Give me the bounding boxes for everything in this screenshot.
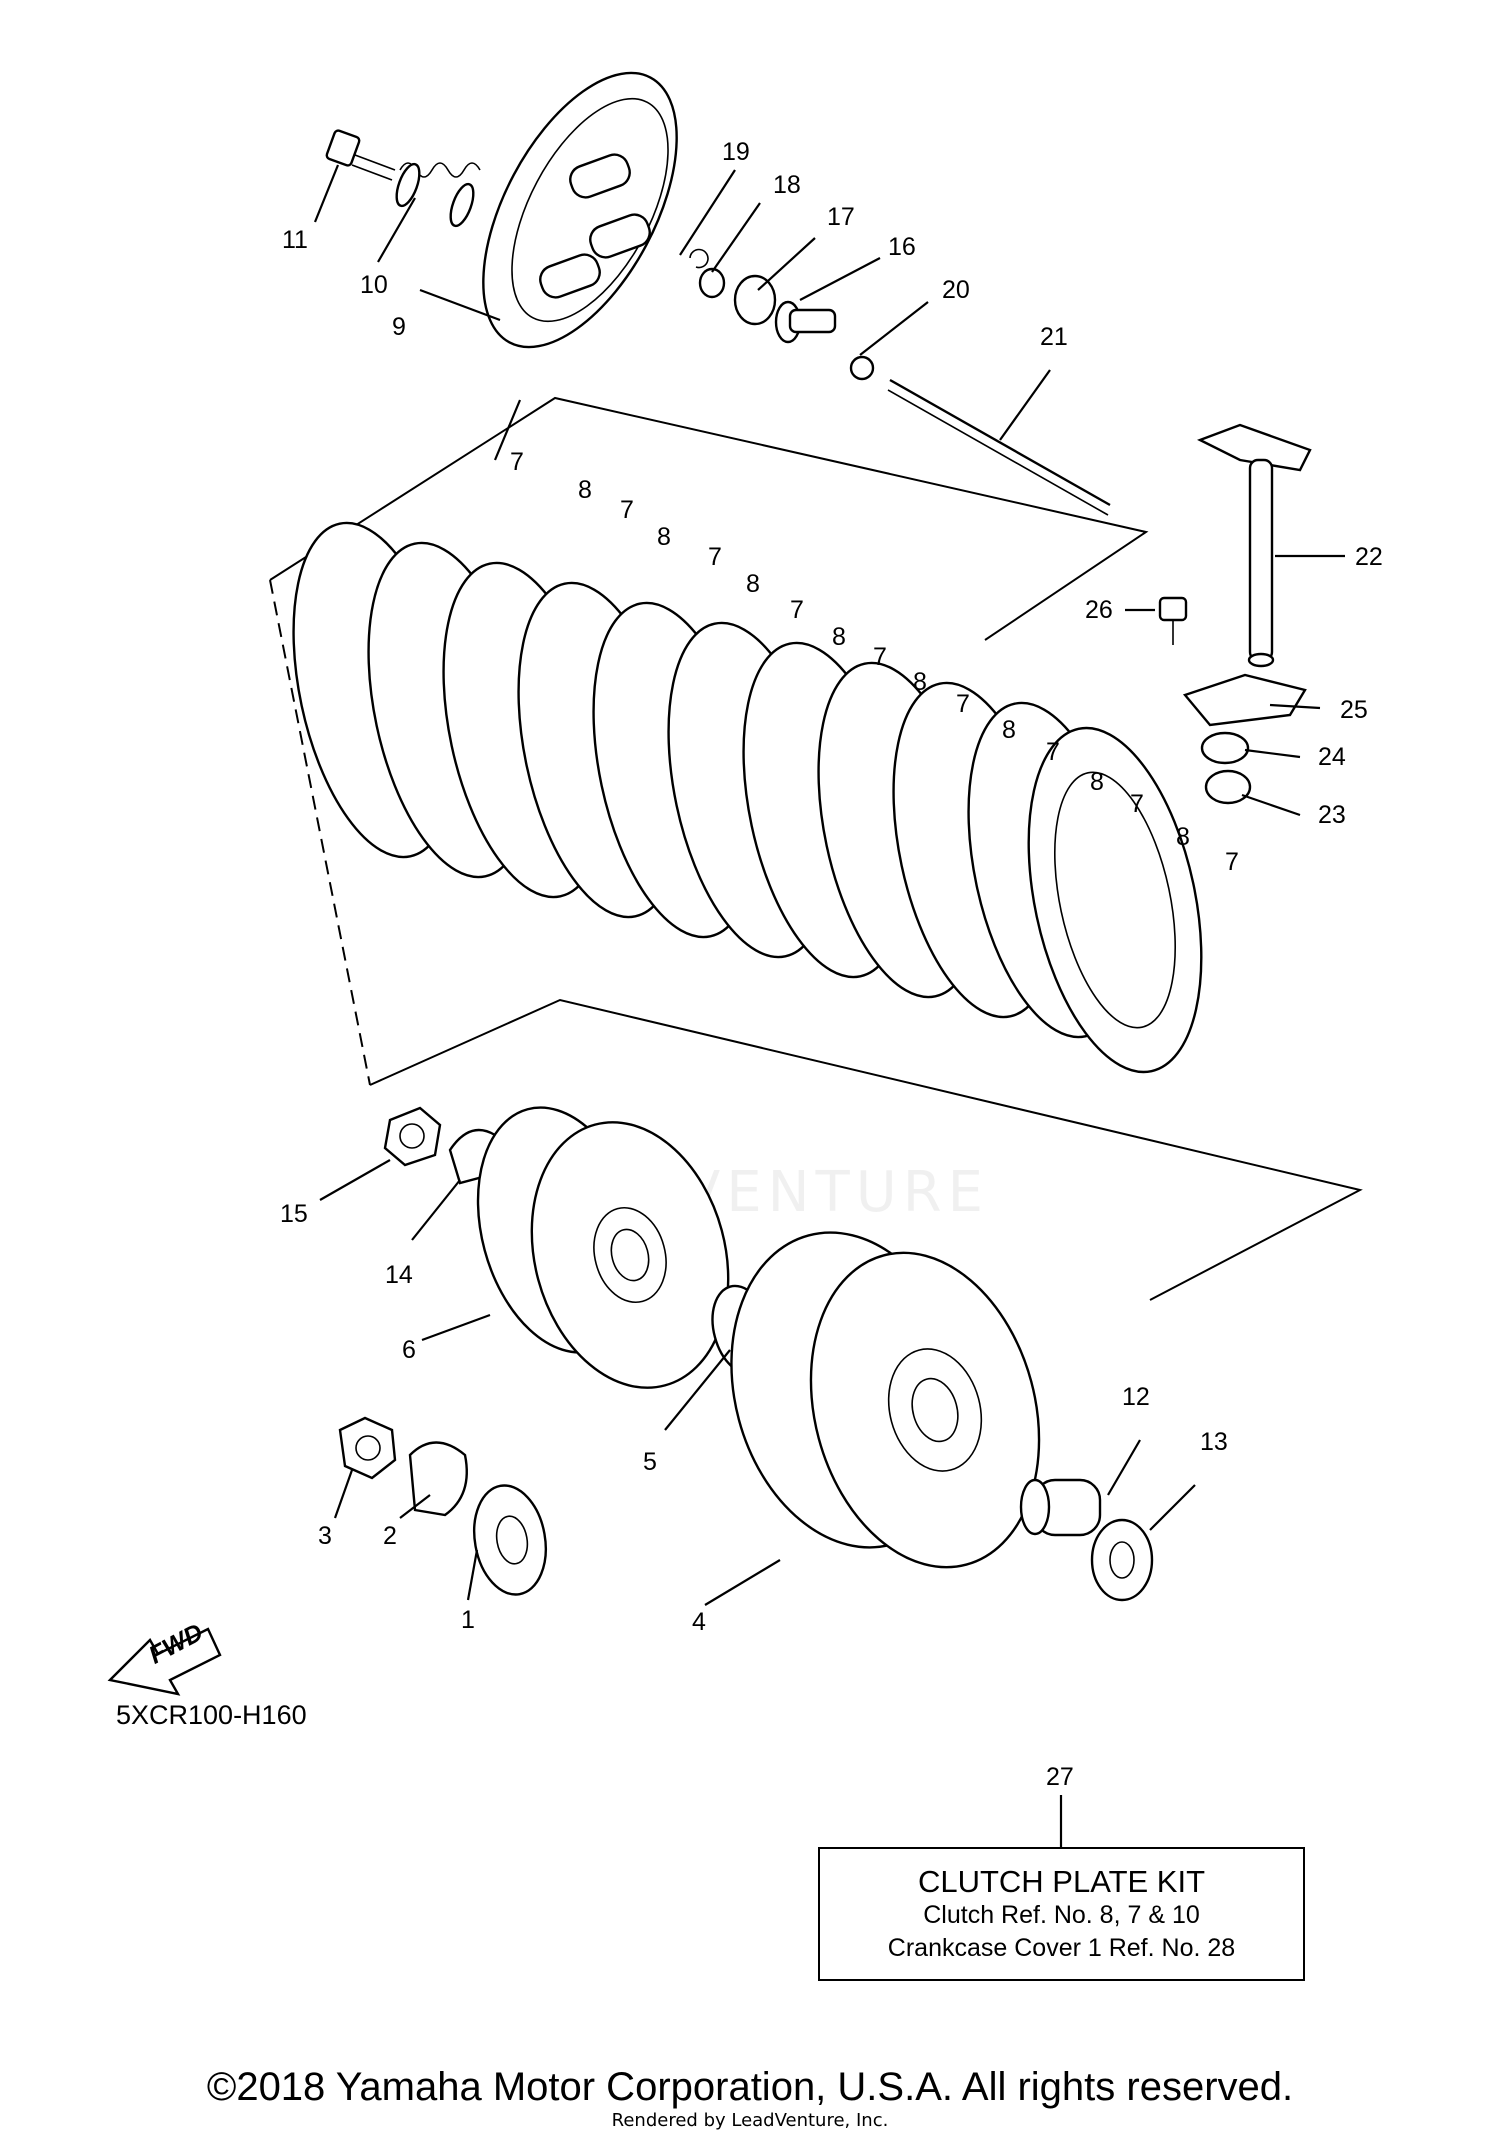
callout-3: 3	[318, 1522, 332, 1550]
callout-19: 19	[722, 138, 750, 166]
kit-line-2: Crankcase Cover 1 Ref. No. 28	[887, 1934, 1236, 1962]
callout-7i: 7	[1225, 848, 1239, 876]
callout-labels: 1 2 3 4 5 6 7 8 7 8 7 8 7 8 7 8 7 8 7 8 …	[280, 138, 1383, 1791]
callout-25: 25	[1340, 696, 1368, 724]
callout-8a: 8	[578, 476, 592, 504]
clutch-plate-stack	[269, 396, 1363, 1301]
callout-9: 9	[392, 313, 406, 341]
pushrod-small-parts	[689, 248, 875, 381]
callout-7h: 7	[1130, 790, 1144, 818]
callout-7a: 7	[510, 448, 524, 476]
callout-14: 14	[385, 1261, 413, 1289]
diagram-code: 5XCR100-H160	[116, 1700, 307, 1730]
callout-15: 15	[280, 1200, 308, 1228]
callout-21: 21	[1040, 323, 1068, 351]
callout-7d: 7	[790, 596, 804, 624]
callout-26: 26	[1085, 596, 1113, 624]
push-rod	[887, 378, 1111, 516]
callout-18: 18	[773, 171, 801, 199]
callout-7g: 7	[1046, 738, 1060, 766]
pressure-plate	[482, 71, 678, 349]
callout-7b: 7	[620, 496, 634, 524]
callout-13: 13	[1200, 1428, 1228, 1456]
callout-10: 10	[360, 271, 388, 299]
kit-line-1: Clutch Ref. No. 8, 7 & 10	[923, 1901, 1200, 1929]
push-lever-shaft	[1197, 423, 1312, 668]
callout-23: 23	[1318, 801, 1346, 829]
callout-8g: 8	[1090, 768, 1104, 796]
primary-drive-gear-set	[338, 1416, 547, 1596]
callout-11: 11	[282, 226, 308, 254]
callout-8e: 8	[913, 668, 927, 696]
callout-7f: 7	[956, 690, 970, 718]
fwd-arrow-icon: FWD	[107, 1618, 222, 1696]
callout-2: 2	[383, 1522, 397, 1550]
clutch-housing	[730, 1231, 1041, 1569]
spacer-and-washer	[1019, 1478, 1154, 1602]
kit-title: CLUTCH PLATE KIT	[917, 1864, 1206, 1899]
callout-8h: 8	[1176, 823, 1190, 851]
rendered-by-notice: Rendered by LeadVenture, Inc.	[611, 2110, 889, 2131]
callout-6: 6	[402, 1336, 416, 1364]
callout-8c: 8	[746, 570, 760, 598]
clutch-boss	[476, 1106, 730, 1389]
callout-16: 16	[888, 233, 916, 261]
callout-24: 24	[1318, 743, 1346, 771]
callout-8b: 8	[657, 523, 671, 551]
shaft-hardware	[1158, 596, 1307, 805]
callout-22: 22	[1355, 543, 1383, 571]
callout-5: 5	[643, 1448, 657, 1476]
bolt-and-spring	[325, 129, 481, 228]
callout-7c: 7	[708, 543, 722, 571]
callout-8f: 8	[1002, 716, 1016, 744]
leader-lines	[313, 164, 1345, 1606]
callout-4: 4	[692, 1608, 706, 1636]
callout-7e: 7	[873, 643, 887, 671]
callout-8d: 8	[832, 623, 846, 651]
callout-17: 17	[827, 203, 855, 231]
callout-12: 12	[1122, 1383, 1150, 1411]
copyright-notice: ©2018 Yamaha Motor Corporation, U.S.A. A…	[206, 2065, 1294, 2109]
callout-20: 20	[942, 276, 970, 304]
clutch-plate-kit-box: CLUTCH PLATE KIT Clutch Ref. No. 8, 7 & …	[818, 1847, 1305, 1981]
callout-27: 27	[1046, 1763, 1074, 1791]
callout-1: 1	[461, 1606, 475, 1634]
